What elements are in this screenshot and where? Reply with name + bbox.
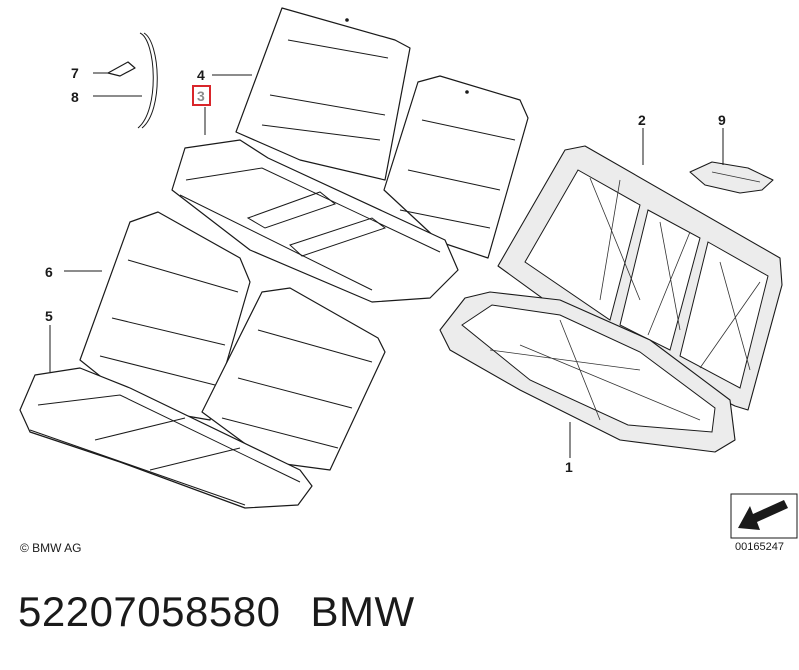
callout-3-highlight-box: [192, 85, 211, 106]
callout-7: 7: [71, 65, 79, 81]
copyright-notice: © BMW AG: [20, 541, 82, 555]
part-6-backrest-foam: [79, 211, 386, 471]
part-3-seat-cover: [171, 139, 459, 303]
part-number: 52207058580: [18, 588, 281, 635]
diagram-reference-number: 00165247: [735, 541, 784, 553]
brand-name: BMW: [310, 588, 415, 635]
callout-1: 1: [565, 459, 573, 475]
exploded-parts-diagram: 7 8 4 3 6 5 2 9 1: [19, 7, 798, 539]
callout-4: 4: [197, 67, 205, 83]
part-2-backrest-frame: [497, 145, 783, 411]
callout-3: 3: [197, 88, 205, 104]
callout-9: 9: [718, 112, 726, 128]
callout-6: 6: [45, 264, 53, 280]
part-8-wire-frame: [137, 32, 158, 129]
callout-2: 2: [638, 112, 646, 128]
callout-5: 5: [45, 308, 53, 324]
orientation-arrow-icon: [730, 493, 798, 539]
callout-8: 8: [71, 89, 79, 105]
part-9-bracket: [689, 161, 774, 194]
part-7-clip: [107, 61, 136, 77]
part-1-seat-frame: [439, 291, 736, 453]
part-caption: 52207058580 BMW: [18, 588, 445, 636]
part-4-backrest-cover: [235, 7, 529, 259]
part-5-seat-cushion: [19, 367, 313, 509]
